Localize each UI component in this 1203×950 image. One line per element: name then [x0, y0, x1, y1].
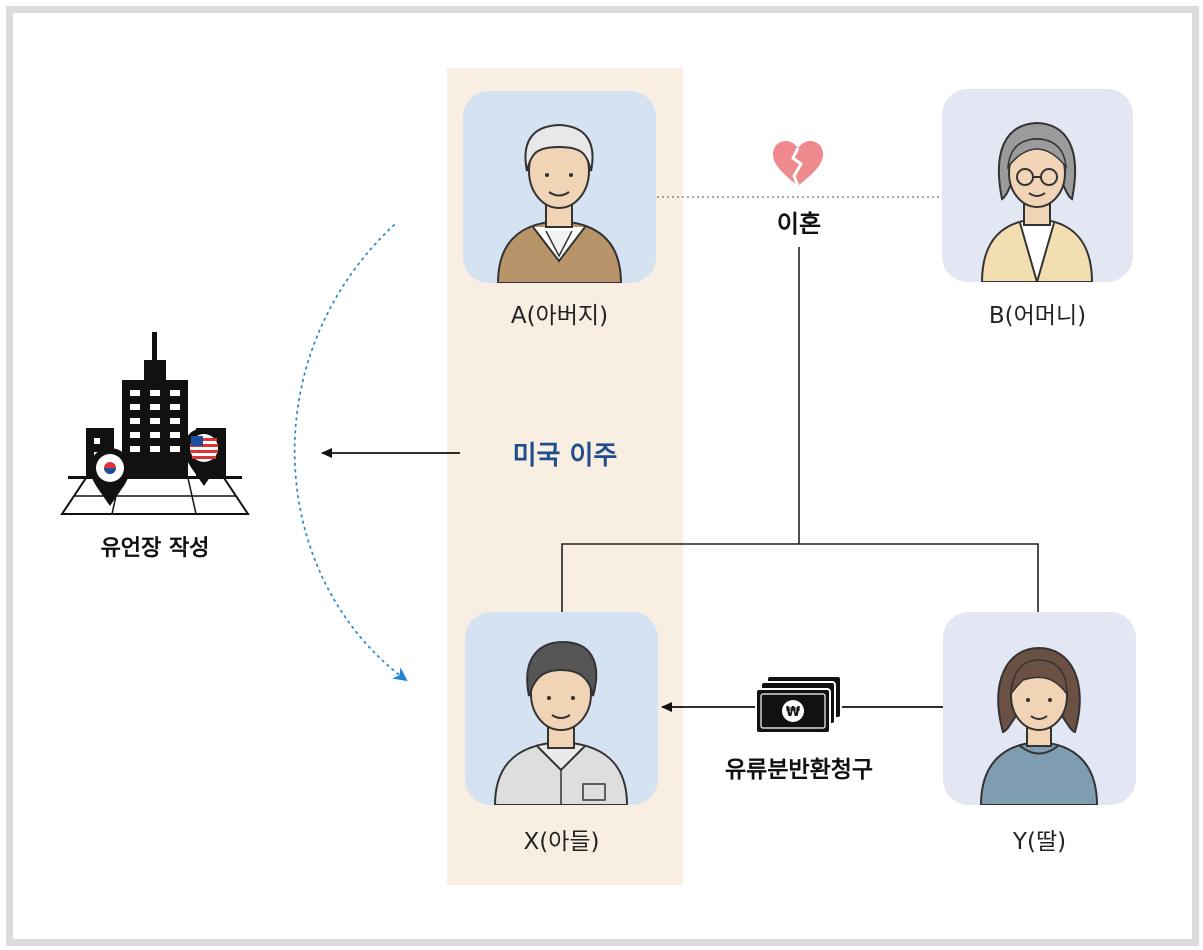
father-card — [463, 91, 656, 283]
mother-avatar — [980, 121, 1094, 282]
son-label: X(아들) — [523, 829, 600, 855]
father-label: A(아버지) — [510, 303, 609, 329]
won-banknotes-icon: ₩ — [755, 675, 842, 734]
son-card — [465, 612, 658, 805]
svg-text:₩: ₩ — [786, 705, 801, 720]
daughter-card — [943, 612, 1136, 805]
daughter-label: Y(딸) — [1012, 829, 1067, 855]
children-bracket — [561, 543, 1039, 612]
claim-label: 유류분반환청구 — [724, 757, 874, 783]
daughter-avatar — [979, 646, 1099, 805]
broken-heart-icon — [773, 141, 823, 187]
will-arc — [293, 224, 408, 682]
mother-card — [942, 89, 1133, 282]
mother-label: B(어머니) — [988, 303, 1087, 329]
emigration-label: 미국 이주 — [512, 441, 618, 471]
son-avatar — [493, 640, 629, 805]
city-with-flag-pins-icon — [60, 332, 250, 515]
divorce-label: 이혼 — [776, 210, 822, 238]
father-avatar — [496, 123, 623, 283]
will-label: 유언장 작성 — [100, 536, 210, 561]
